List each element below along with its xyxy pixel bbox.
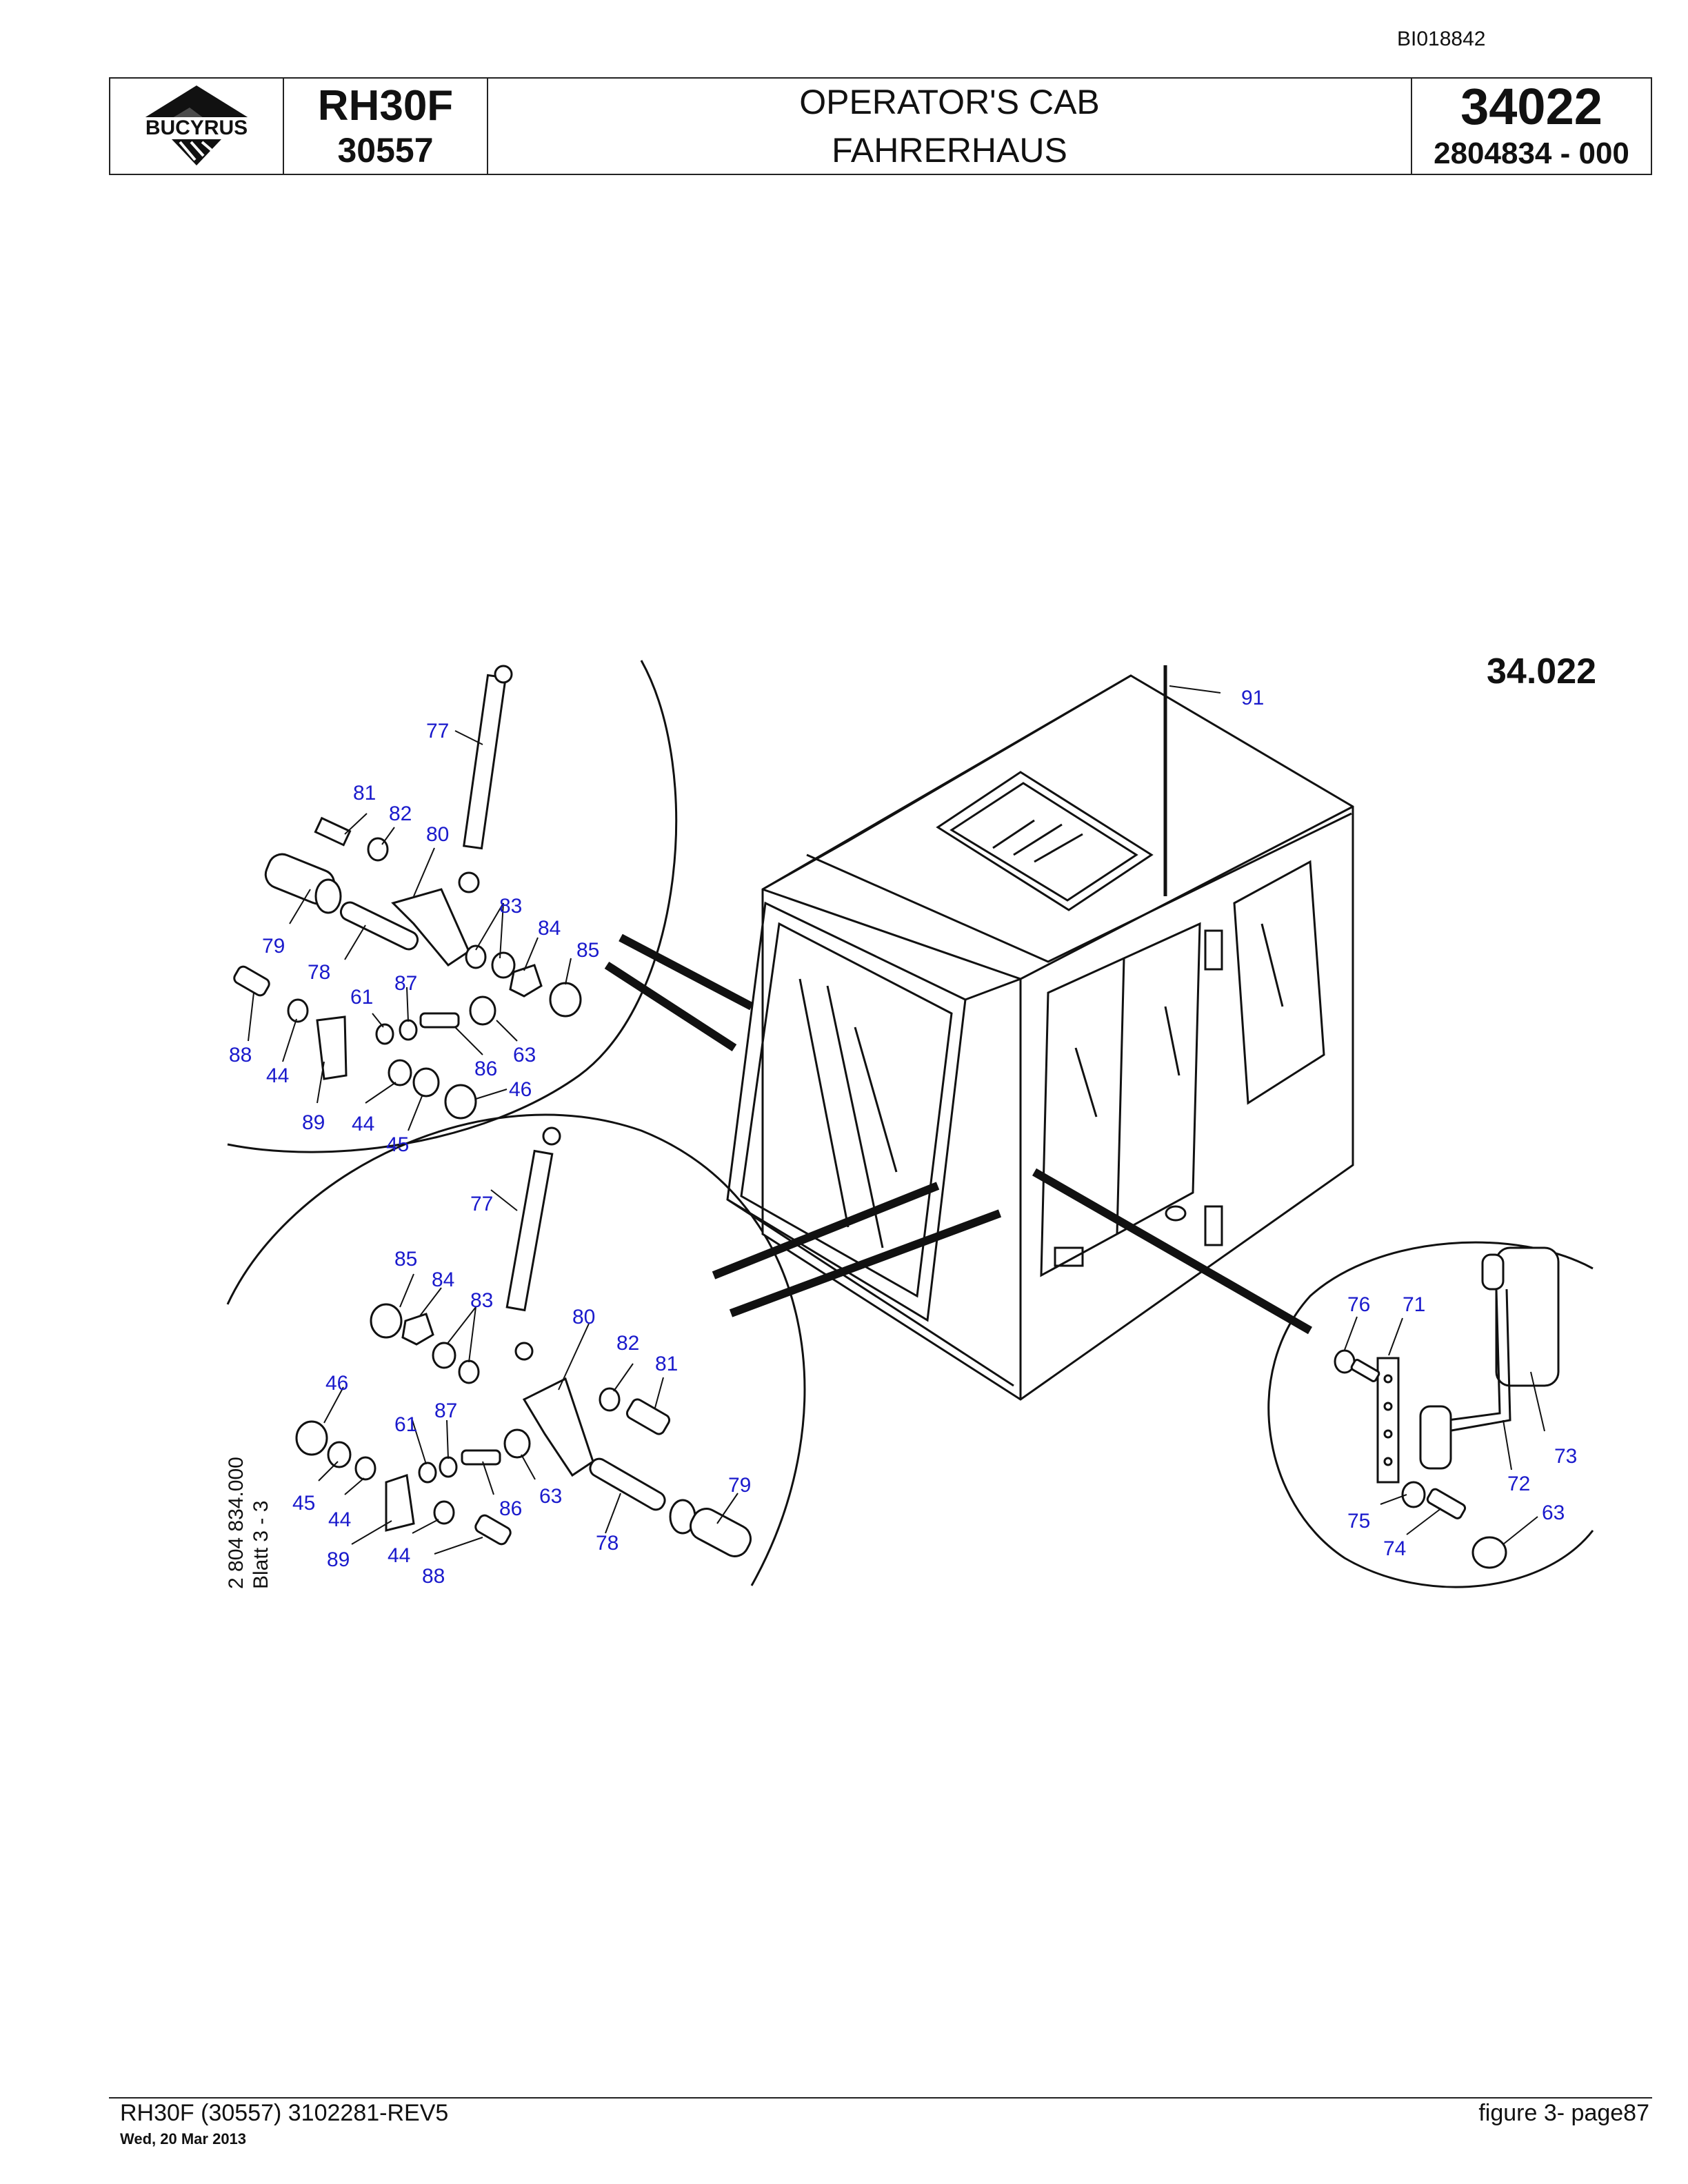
- part-number: 2804834 - 000: [1434, 136, 1629, 170]
- section-number: 34022: [1460, 78, 1602, 135]
- callout-46: 46: [325, 1372, 348, 1395]
- bottom-detail-circle: [226, 1113, 806, 1586]
- callout-85: 85: [394, 1248, 417, 1271]
- top-detail-callouts: 77 81 82 80 83 84 85 79 78 61 87 88 44 6…: [229, 720, 599, 1156]
- callout-81: 81: [353, 782, 376, 805]
- callout-44a: 44: [266, 1064, 289, 1087]
- leader-lines: [248, 730, 1545, 1555]
- callout-79: 79: [728, 1474, 751, 1497]
- footer-page-ref: figure 3- page87: [1478, 2100, 1649, 2126]
- callout-87: 87: [394, 972, 417, 995]
- top-detail-parts: [233, 665, 582, 1120]
- callout-88: 88: [422, 1565, 445, 1588]
- callout-80: 80: [426, 823, 449, 846]
- callout-73: 73: [1554, 1445, 1577, 1468]
- callout-78: 78: [308, 961, 330, 984]
- callout-84: 84: [432, 1268, 454, 1291]
- callout-82: 82: [616, 1332, 639, 1355]
- callout-79: 79: [262, 935, 285, 958]
- logo-cell: BUCYRUS: [110, 79, 284, 174]
- model-number: RH30F: [317, 82, 454, 130]
- callout-82: 82: [389, 802, 412, 825]
- mirror-detail-parts: [1334, 1246, 1560, 1569]
- callout-77: 77: [426, 720, 449, 742]
- callout-85: 85: [576, 939, 599, 962]
- callout-61: 61: [350, 986, 373, 1009]
- callout-89: 89: [302, 1111, 325, 1134]
- title-english: OPERATOR'S CAB: [799, 83, 1100, 121]
- callout-44b: 44: [388, 1544, 410, 1567]
- callout-83: 83: [470, 1289, 493, 1312]
- callout-44a: 44: [328, 1508, 351, 1531]
- title-german: FAHRERHAUS: [832, 131, 1067, 170]
- model-cell: RH30F 30557: [284, 79, 488, 174]
- callout-88: 88: [229, 1044, 252, 1066]
- callout-86: 86: [474, 1058, 497, 1080]
- drawing-number: 2 804 834.000: [225, 1457, 248, 1589]
- title-cell: OPERATOR'S CAB FAHRERHAUS: [488, 79, 1412, 174]
- callout-45: 45: [292, 1492, 315, 1515]
- footer-doc-ref: RH30F (30557) 3102281-REV5: [120, 2100, 449, 2126]
- mirror-detail-callouts: 76 71 73 72 75 63 74: [1347, 1293, 1577, 1560]
- callout-86: 86: [499, 1497, 522, 1520]
- callout-81: 81: [655, 1353, 678, 1375]
- callout-76: 76: [1347, 1293, 1370, 1316]
- mirror-detail-circle: [1267, 1241, 1594, 1588]
- callout-45: 45: [386, 1133, 409, 1156]
- callout-80: 80: [572, 1306, 595, 1328]
- callout-46: 46: [509, 1078, 532, 1101]
- footer-date: Wed, 20 Mar 2013: [120, 2130, 247, 2147]
- figure-label: 34.022: [1487, 651, 1597, 691]
- callout-74: 74: [1383, 1537, 1406, 1560]
- callout-75: 75: [1347, 1510, 1370, 1533]
- bottom-detail-parts: [295, 1126, 752, 1557]
- callout-63: 63: [539, 1485, 562, 1508]
- top-detail-circle: [227, 660, 678, 1153]
- title-block: BUCYRUS RH30F 30557 OPERATOR'S CAB FAHRE…: [109, 77, 1652, 175]
- number-cell: 34022 2804834 - 000: [1412, 79, 1651, 174]
- callout-71: 71: [1403, 1293, 1425, 1316]
- serial-number: 30557: [337, 131, 434, 170]
- footer-divider: [109, 2097, 1652, 2099]
- callout-77: 77: [470, 1193, 493, 1215]
- document-id: BI018842: [1397, 28, 1486, 50]
- callout-72: 72: [1507, 1473, 1530, 1495]
- bottom-detail-callouts: 77 85 84 83 80 82 81 46 61 87 45 44 86 6…: [292, 1193, 751, 1588]
- callout-83: 83: [499, 895, 522, 918]
- logo-text: BUCYRUS: [145, 117, 248, 139]
- cab-body: [726, 674, 1354, 1401]
- callout-84: 84: [538, 917, 561, 940]
- callout-61: 61: [394, 1413, 417, 1436]
- drawing-reference: 2 804 834.000 Blatt 3 - 3: [224, 1457, 274, 1589]
- sheet-number: Blatt 3 - 3: [250, 1500, 272, 1589]
- callout-78: 78: [596, 1532, 619, 1555]
- callout-63: 63: [513, 1044, 536, 1066]
- callout-89: 89: [327, 1548, 350, 1571]
- callout-91: 91: [1241, 687, 1264, 709]
- bucyrus-logo: BUCYRUS: [123, 85, 270, 165]
- callout-63: 63: [1542, 1502, 1565, 1524]
- callout-44b: 44: [352, 1113, 374, 1135]
- callout-87: 87: [434, 1399, 457, 1422]
